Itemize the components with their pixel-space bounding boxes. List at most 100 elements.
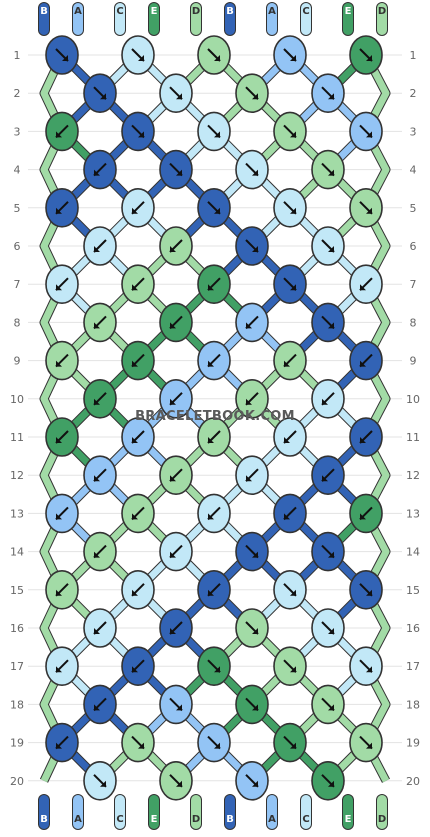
arrow-head bbox=[176, 780, 182, 787]
row-number-right: 17 bbox=[406, 660, 420, 673]
arrow-head bbox=[360, 284, 366, 291]
arrow-head bbox=[366, 666, 372, 673]
top-strand-label: D bbox=[378, 6, 386, 17]
arrow-head bbox=[328, 551, 334, 558]
arrow-head bbox=[208, 360, 214, 367]
row-number-left: 17 bbox=[10, 660, 24, 673]
row-number-right: 8 bbox=[410, 316, 417, 329]
arrow-head bbox=[246, 398, 252, 405]
arrow-head bbox=[138, 742, 144, 749]
arrow-head bbox=[328, 322, 334, 329]
arrow-head bbox=[170, 628, 176, 634]
arrow-head bbox=[366, 742, 372, 749]
top-strand-label: B bbox=[40, 6, 48, 17]
arrow-head bbox=[56, 284, 62, 291]
arrow-head bbox=[214, 666, 220, 673]
bottom-strand-label: A bbox=[268, 814, 276, 825]
top-strand-label: D bbox=[192, 6, 200, 17]
arrow-head bbox=[246, 475, 252, 482]
arrow-head bbox=[284, 513, 290, 520]
arrow-head bbox=[252, 169, 258, 176]
bottom-strand-label: E bbox=[345, 814, 352, 825]
arrow-head bbox=[208, 589, 214, 596]
arrow-head bbox=[94, 246, 100, 252]
row-number-left: 6 bbox=[14, 240, 21, 253]
arrow-head bbox=[284, 437, 290, 443]
arrow-head bbox=[366, 131, 372, 138]
arrow-head bbox=[252, 704, 258, 711]
arrow-head bbox=[290, 55, 296, 61]
arrow-head bbox=[132, 284, 138, 291]
row-number-left: 20 bbox=[10, 775, 24, 788]
bottom-strand-label: C bbox=[116, 814, 123, 825]
row-number-left: 18 bbox=[10, 698, 24, 711]
bottom-strand-label: D bbox=[192, 814, 200, 825]
arrow-head bbox=[252, 246, 258, 252]
arrow-head bbox=[252, 780, 258, 787]
top-strand-label: A bbox=[268, 6, 276, 17]
arrow-head bbox=[360, 360, 366, 367]
bottom-strand-label: E bbox=[151, 814, 158, 825]
arrow-head bbox=[138, 55, 144, 61]
arrow-head bbox=[328, 780, 334, 787]
arrow-head bbox=[170, 551, 176, 558]
arrow-head bbox=[214, 131, 220, 138]
arrow-head bbox=[290, 131, 296, 138]
arrow-head bbox=[132, 207, 138, 214]
row-number-left: 11 bbox=[10, 431, 24, 444]
arrow-head bbox=[94, 475, 100, 482]
row-number-right: 16 bbox=[406, 622, 420, 635]
arrow-head bbox=[366, 55, 372, 61]
row-number-right: 19 bbox=[406, 737, 420, 750]
arrow-head bbox=[284, 360, 290, 367]
arrow-head bbox=[132, 589, 138, 596]
arrow-head bbox=[290, 742, 296, 749]
arrow-head bbox=[328, 704, 334, 711]
row-number-left: 2 bbox=[14, 87, 21, 100]
arrow-head bbox=[100, 93, 106, 100]
row-number-right: 3 bbox=[410, 125, 417, 138]
arrow-head bbox=[252, 628, 258, 634]
arrow-head bbox=[94, 628, 100, 634]
arrow-head bbox=[366, 207, 372, 214]
arrow-head bbox=[328, 246, 334, 252]
arrow-head bbox=[170, 475, 176, 482]
arrow-head bbox=[214, 55, 220, 61]
top-strand-label: A bbox=[74, 6, 82, 17]
arrow-head bbox=[246, 322, 252, 329]
row-number-left: 7 bbox=[14, 278, 21, 291]
arrow-head bbox=[170, 322, 176, 329]
arrow-head bbox=[322, 475, 328, 482]
row-number-right: 13 bbox=[406, 507, 420, 520]
arrow-head bbox=[290, 589, 296, 596]
arrow-head bbox=[322, 398, 328, 405]
top-strand-label: E bbox=[345, 6, 352, 17]
arrow-head bbox=[56, 666, 62, 673]
arrow-head bbox=[328, 93, 334, 100]
row-number-left: 3 bbox=[14, 125, 21, 138]
bottom-strand-label: B bbox=[40, 814, 48, 825]
row-number-right: 20 bbox=[406, 775, 420, 788]
row-number-left: 4 bbox=[14, 164, 21, 177]
row-number-right: 15 bbox=[406, 584, 420, 597]
row-number-right: 14 bbox=[406, 546, 420, 559]
row-number-right: 5 bbox=[410, 202, 417, 215]
arrow-head bbox=[366, 589, 372, 596]
arrow-head bbox=[208, 513, 214, 520]
arrow-head bbox=[94, 322, 100, 329]
row-number-left: 9 bbox=[14, 355, 21, 368]
arrow-head bbox=[214, 207, 220, 214]
arrow-head bbox=[176, 704, 182, 711]
arrow-head bbox=[170, 398, 176, 405]
row-number-right: 4 bbox=[410, 164, 417, 177]
arrow-head bbox=[328, 169, 334, 176]
arrow-head bbox=[56, 513, 62, 520]
arrow-head bbox=[56, 207, 62, 214]
arrow-head bbox=[360, 513, 366, 520]
row-number-right: 7 bbox=[410, 278, 417, 291]
arrow-head bbox=[214, 742, 220, 749]
arrow-head bbox=[62, 55, 68, 61]
row-number-right: 11 bbox=[406, 431, 420, 444]
